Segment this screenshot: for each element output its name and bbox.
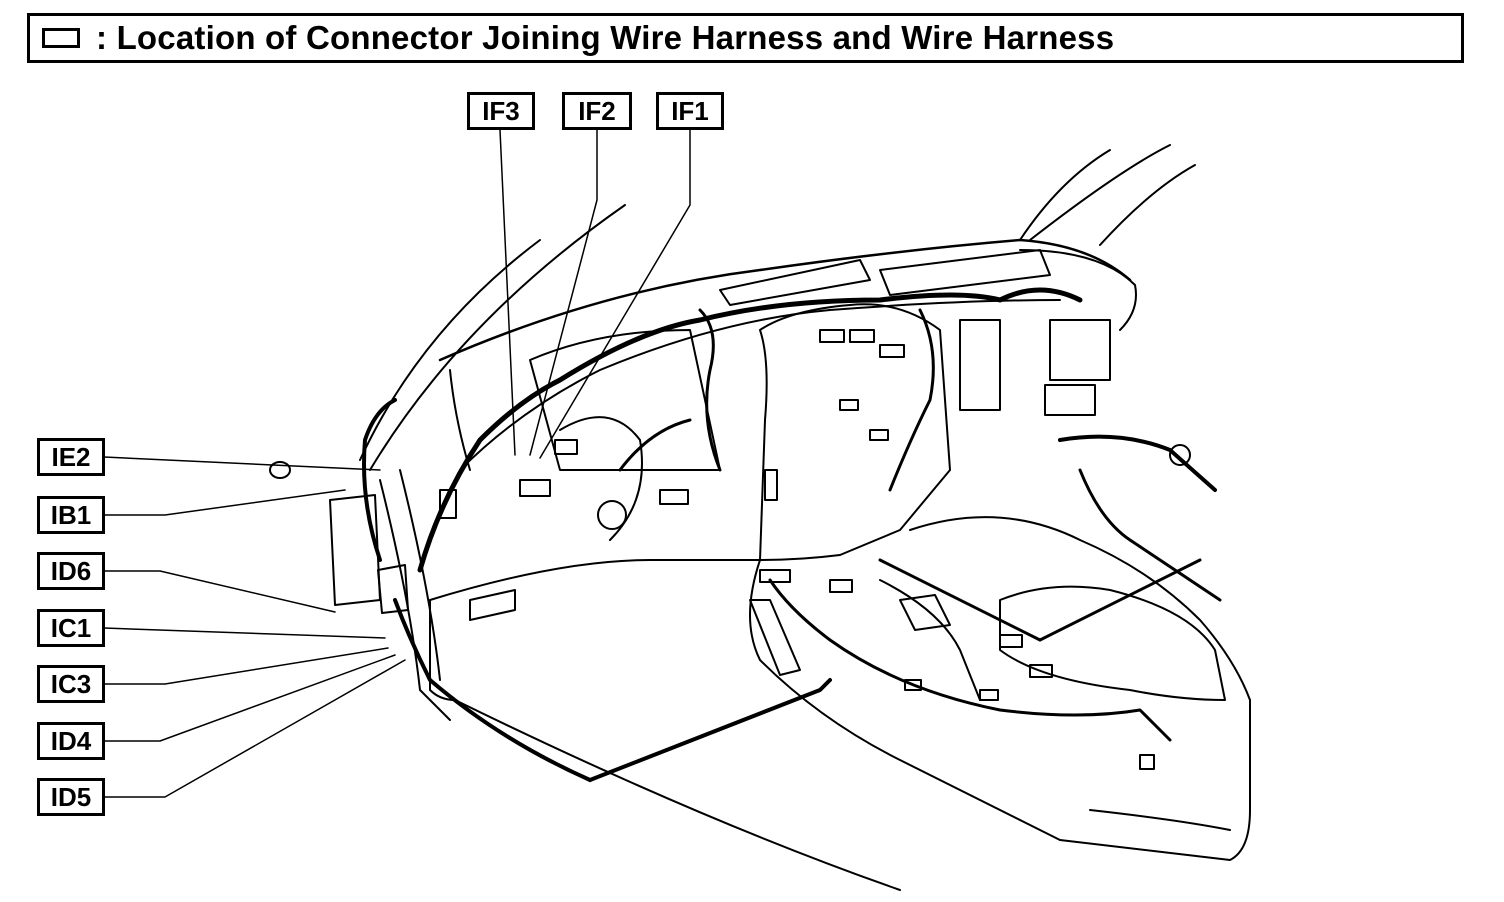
- legend-box-icon: [42, 28, 80, 48]
- connector-label-ic1: IC1: [37, 609, 105, 647]
- connector-label-if2: IF2: [562, 92, 632, 130]
- connector-label-id4: ID4: [37, 722, 105, 760]
- connector-label-ib1: IB1: [37, 496, 105, 534]
- diagram-title: : Location of Connector Joining Wire Har…: [96, 19, 1115, 56]
- connector-label-ie2: IE2: [37, 438, 105, 476]
- diagram-title-box: : Location of Connector Joining Wire Har…: [27, 13, 1464, 63]
- connector-label-id6: ID6: [37, 552, 105, 590]
- connector-label-if1: IF1: [656, 92, 724, 130]
- connector-label-ic3: IC3: [37, 665, 105, 703]
- connector-label-if3: IF3: [467, 92, 535, 130]
- connector-label-id5: ID5: [37, 778, 105, 816]
